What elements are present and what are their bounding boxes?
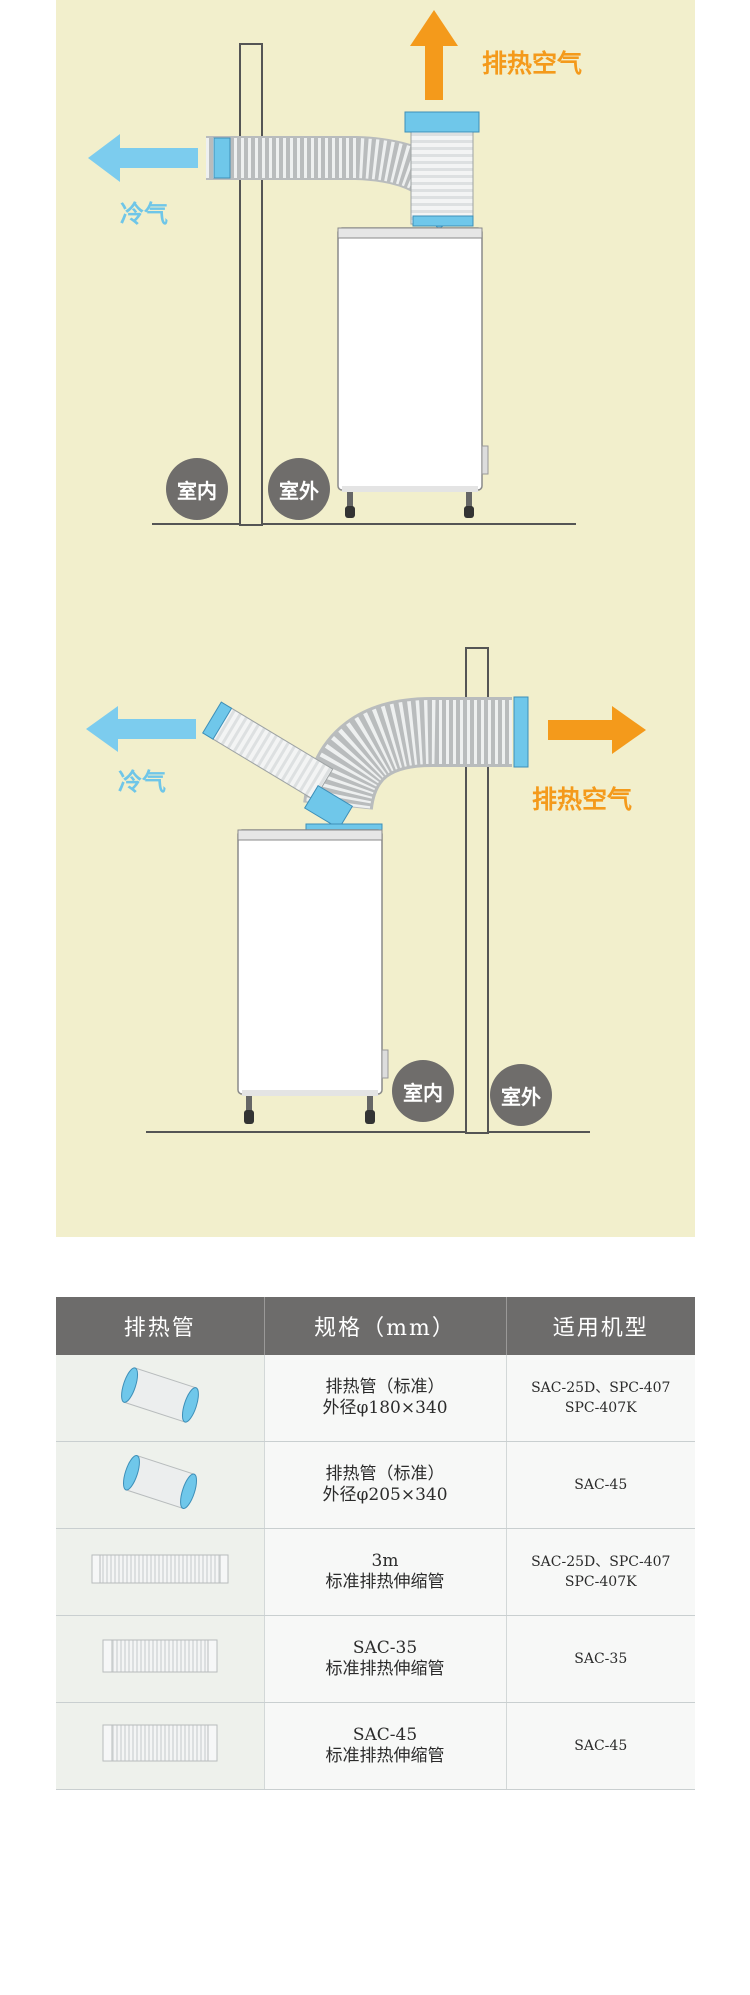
duct-cuff-right (513, 696, 529, 768)
models-cell: SAC-45 (506, 1702, 695, 1790)
elbow-cuff (303, 785, 354, 830)
models-text: SAC-45 (574, 1738, 628, 1754)
spec-cell: 排热管（标准） 外径φ180×340 (264, 1355, 507, 1442)
column-header: 排热管 (56, 1297, 265, 1355)
models-cell: SAC-45 (506, 1441, 695, 1529)
installation-diagram-panel: 排热空气 冷气 室内 室外 排热空气 冷气 室内 室外 (56, 0, 695, 1237)
installation-diagrams (86, 10, 646, 1134)
table-header-row: 排热管 规格（mm） 适用机型 (56, 1297, 695, 1355)
blue-cuff-duct-icon (120, 1367, 199, 1423)
models-cell: SAC-25D、SPC-407 SPC-407K (506, 1355, 695, 1442)
spot-cooler-unit (337, 227, 483, 491)
spec-text: SAC-35 标准排热伸缩管 (325, 1638, 445, 1679)
spec-text: SAC-45 标准排热伸缩管 (325, 1725, 445, 1766)
hot-air-label: 排热空气 (532, 785, 633, 814)
product-image-cell (56, 1441, 265, 1529)
diagram-bottom (86, 647, 646, 1134)
indoor-badge: 室内 (392, 1060, 454, 1122)
spec-cell: 排热管（标准） 外径φ205×340 (264, 1441, 507, 1529)
spec-text: 3m 标准排热伸缩管 (325, 1551, 445, 1592)
product-image-cell (56, 1355, 265, 1442)
outdoor-badge: 室外 (490, 1064, 552, 1126)
models-text: SAC-35 (574, 1651, 628, 1667)
models-text: SAC-25D、SPC-407 SPC-407K (531, 1380, 671, 1416)
models-cell: SAC-35 (506, 1615, 695, 1703)
hot-air-arrow-up (410, 10, 458, 100)
caster-right (464, 492, 474, 518)
indoor-badge: 室内 (166, 458, 228, 520)
product-image-cell (56, 1702, 265, 1790)
caster-left (345, 492, 355, 518)
spec-cell: SAC-45 标准排热伸缩管 (264, 1702, 507, 1790)
wall (465, 647, 489, 1134)
caster-right (365, 1096, 375, 1124)
spot-cooler-unit (237, 829, 383, 1095)
models-text: SAC-25D、SPC-407 SPC-407K (531, 1554, 671, 1590)
hot-air-label: 排热空气 (482, 49, 583, 78)
cold-air-label: 冷气 (118, 768, 166, 796)
cold-air-arrow-left (86, 706, 196, 752)
exhaust-duct-spec-table: 排热管 规格（mm） 适用机型 排热管（标准） 外径φ180×340 SAC-2… (56, 1297, 695, 1790)
flex-hose-icon (91, 1554, 229, 1584)
column-header: 规格（mm） (264, 1297, 507, 1355)
wall (239, 43, 263, 526)
blue-cuff-duct-icon (122, 1454, 197, 1510)
table-row: SAC-45 标准排热伸缩管 SAC-45 (56, 1702, 695, 1790)
flex-hose-icon (102, 1724, 218, 1762)
column-header: 适用机型 (506, 1297, 695, 1355)
table-row: 排热管（标准） 外径φ180×340 SAC-25D、SPC-407 SPC-4… (56, 1355, 695, 1442)
hot-air-arrow-right (548, 706, 646, 754)
flex-hose-icon (102, 1639, 218, 1673)
models-cell: SAC-25D、SPC-407 SPC-407K (506, 1528, 695, 1616)
cold-air-arrow-left (88, 134, 198, 182)
diagram-top (88, 10, 576, 526)
models-text: SAC-45 (574, 1477, 628, 1493)
spec-cell: 3m 标准排热伸缩管 (264, 1528, 507, 1616)
table-row: SAC-35 标准排热伸缩管 SAC-35 (56, 1615, 695, 1703)
table-row: 3m 标准排热伸缩管 SAC-25D、SPC-407 SPC-407K (56, 1528, 695, 1616)
cold-air-label: 冷气 (120, 200, 168, 228)
angled-cold-duct (210, 706, 334, 801)
vertical-exhaust-duct (410, 129, 474, 225)
product-image-cell (56, 1615, 265, 1703)
outdoor-badge: 室外 (268, 458, 330, 520)
spec-text: 排热管（标准） 外径φ180×340 (322, 1377, 448, 1418)
duct-cuff-left (213, 137, 231, 179)
spec-cell: SAC-35 标准排热伸缩管 (264, 1615, 507, 1703)
duct-top-cuff (404, 111, 480, 133)
table-row: 排热管（标准） 外径φ205×340 SAC-45 (56, 1441, 695, 1529)
product-image-cell (56, 1528, 265, 1616)
spec-text: 排热管（标准） 外径φ205×340 (322, 1464, 448, 1505)
caster-left (244, 1096, 254, 1124)
